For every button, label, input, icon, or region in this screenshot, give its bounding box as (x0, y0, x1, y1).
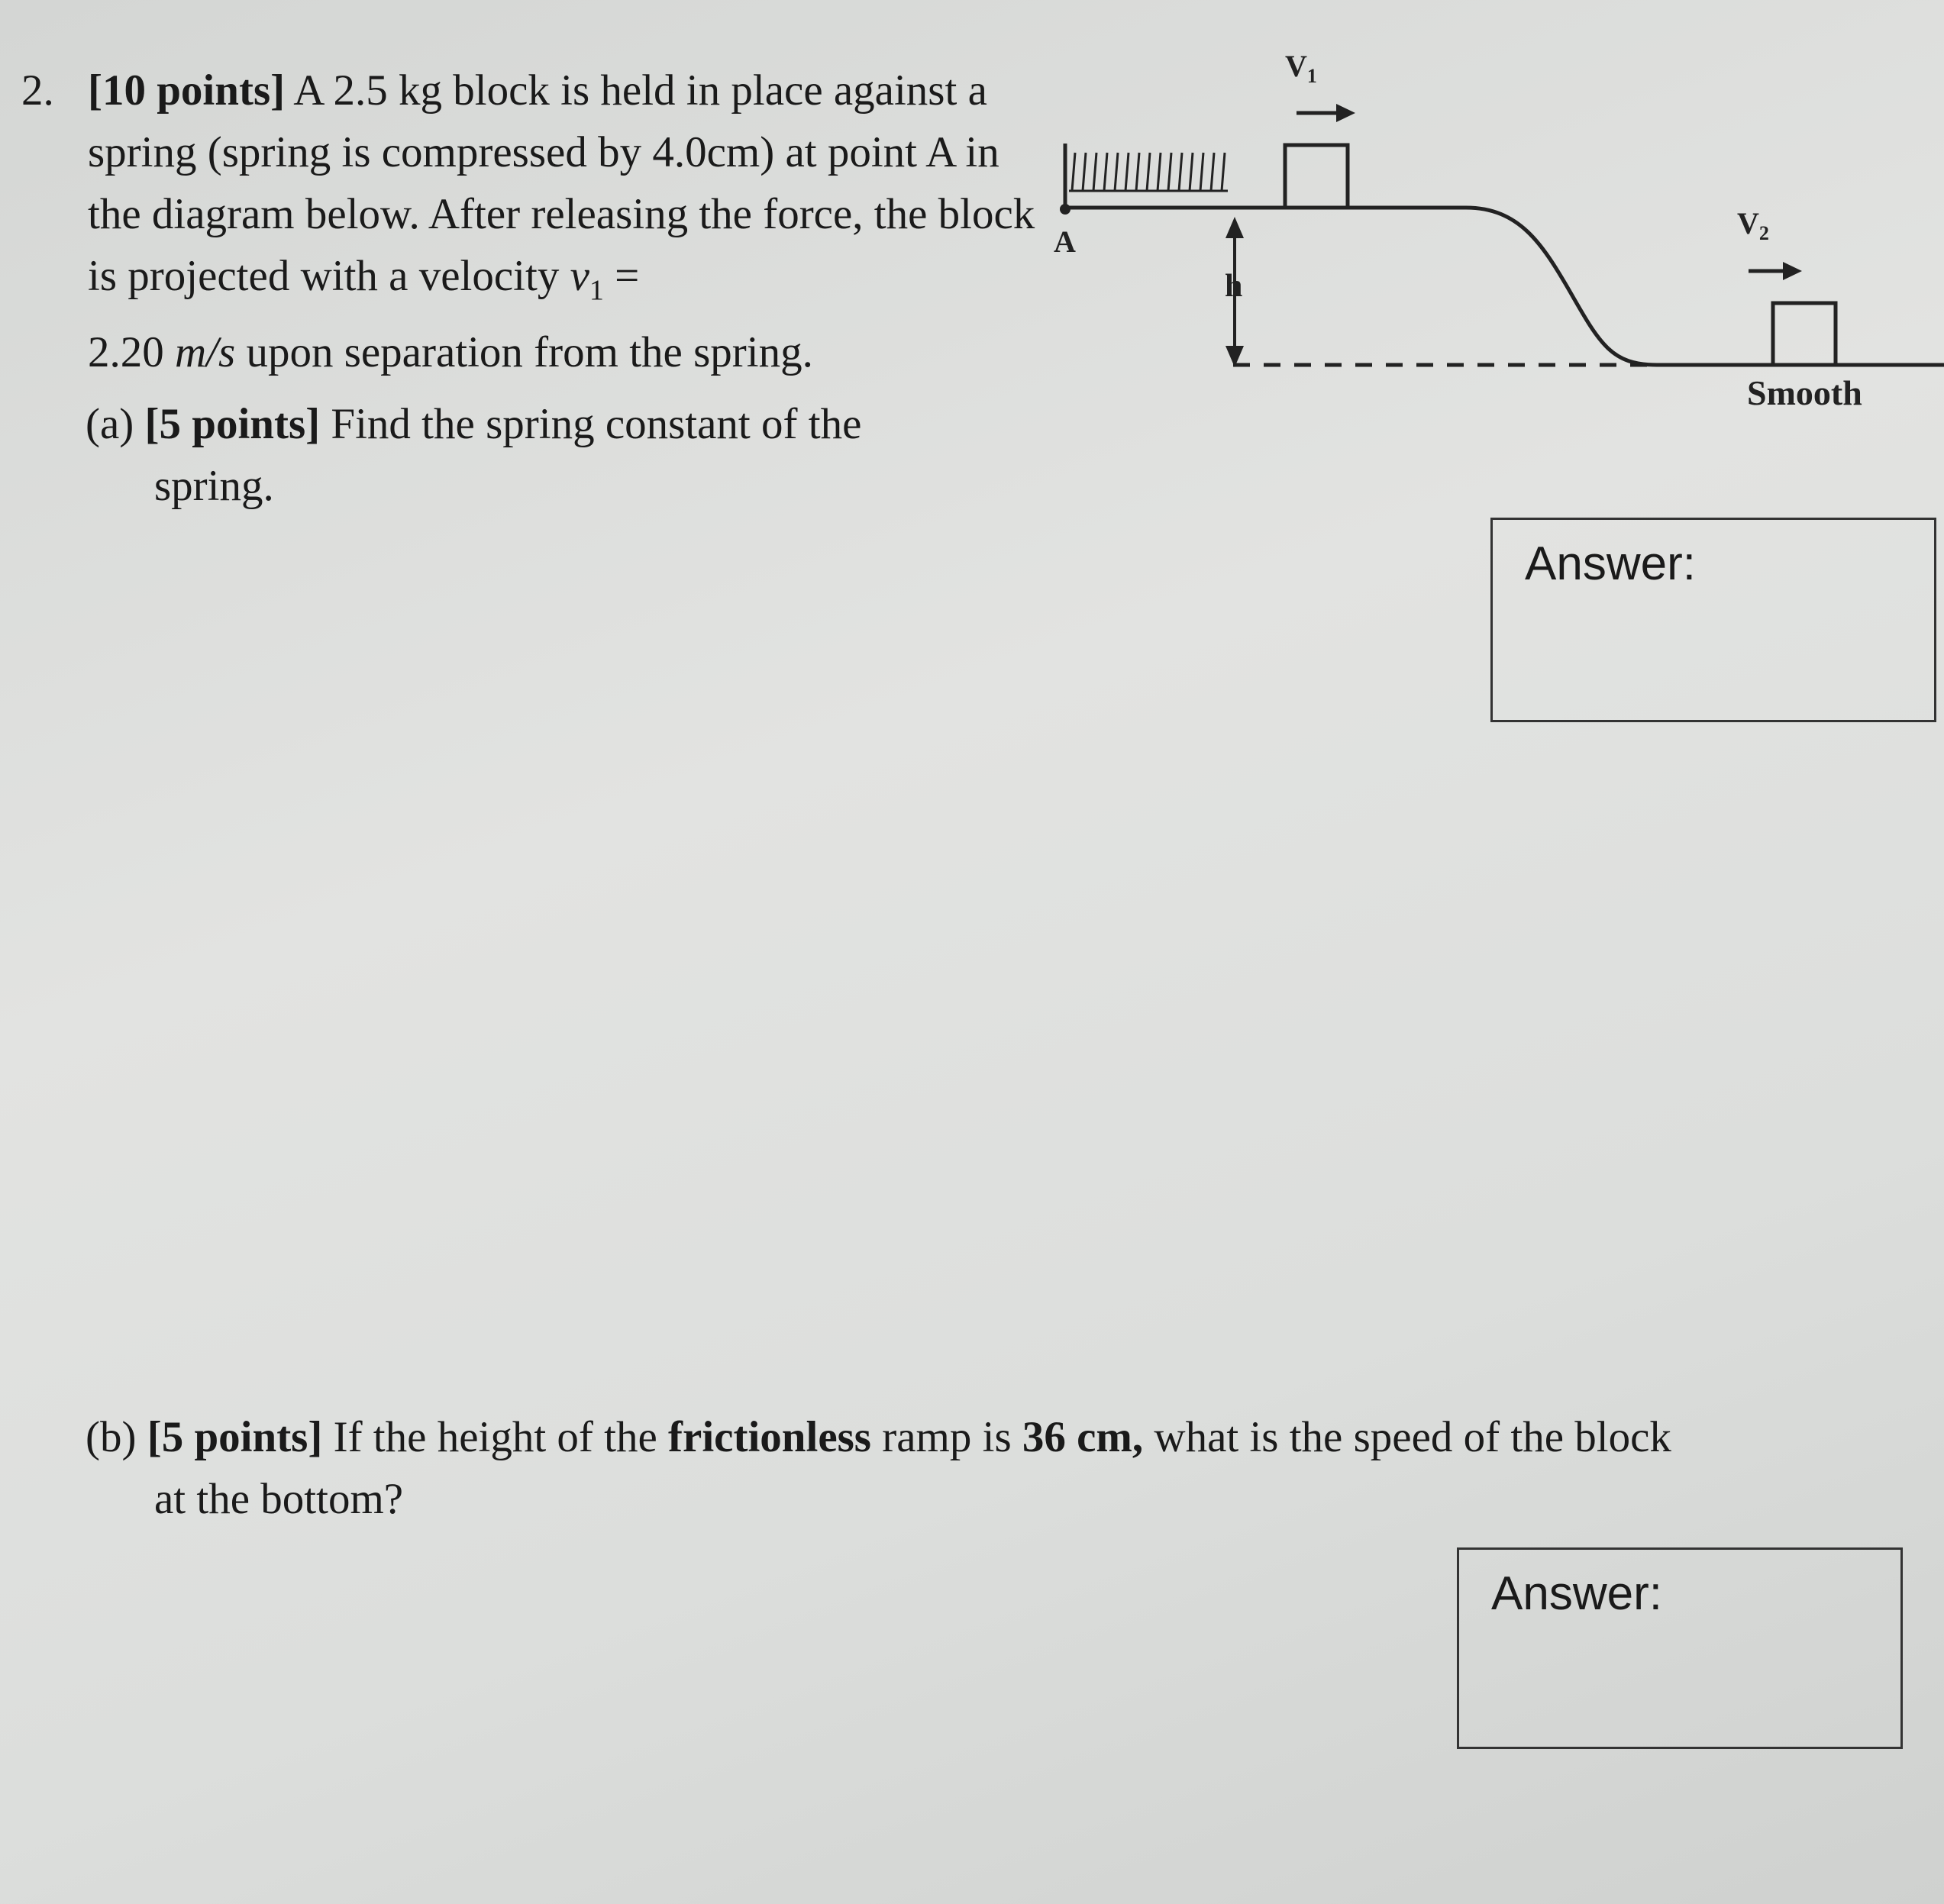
question-points: [10 points] (88, 66, 286, 115)
label-smooth: Smooth (1747, 373, 1862, 412)
spring (1069, 152, 1228, 192)
question-number: 2. (21, 66, 54, 115)
part-b-bold-1: frictionless (668, 1413, 871, 1461)
question-stem: [10 points] A 2.5 kg block is held in pl… (88, 60, 1042, 383)
part-a-points: [5 points] (144, 400, 321, 448)
height-arrow-up (1225, 217, 1244, 238)
answer-label-a: Answer: (1525, 537, 1696, 590)
ramp-track (1065, 205, 1944, 367)
part-b-text-2: ramp is (882, 1413, 1012, 1461)
v2-arrow (1783, 262, 1802, 280)
height-arrow-down (1225, 346, 1244, 367)
answer-box-a[interactable]: Answer: (1490, 518, 1936, 722)
label-a: A (1054, 224, 1076, 259)
part-a-label: (a) (86, 400, 134, 448)
part-b-text-1: If the height of the (333, 1413, 657, 1461)
question-stem-end: upon separation from the spring. (246, 328, 813, 377)
velocity-unit: m/s (175, 328, 236, 377)
part-b-label: (b) (86, 1413, 137, 1461)
velocity-subscript: 1 (589, 274, 604, 307)
label-v2: V2 (1737, 206, 1769, 244)
part-b: (b) [5 points] If the height of the fric… (86, 1406, 1689, 1530)
part-b-bold-2: 36 cm, (1022, 1413, 1144, 1461)
label-h: h (1225, 269, 1242, 304)
part-b-text-3: what is the speed of the block at the bo… (154, 1413, 1671, 1523)
label-v1: V1 (1285, 49, 1317, 87)
point-a-dot (1060, 204, 1070, 215)
part-a: (a) [5 points] Find the spring constant … (86, 393, 971, 517)
answer-label-b: Answer: (1491, 1567, 1662, 1620)
equals-sign: = (615, 252, 640, 300)
block-bottom (1771, 301, 1838, 367)
velocity-symbol: v (570, 252, 589, 300)
v1-arrow (1336, 104, 1355, 122)
velocity-value: 2.20 (88, 328, 164, 377)
part-a-text: Find the spring constant of the spring. (154, 400, 862, 510)
block-top (1283, 143, 1350, 210)
question-stem-text: A 2.5 kg block is held in place against … (88, 66, 1035, 300)
answer-box-b[interactable]: Answer: (1457, 1547, 1903, 1749)
part-b-points: [5 points] (147, 1413, 323, 1461)
